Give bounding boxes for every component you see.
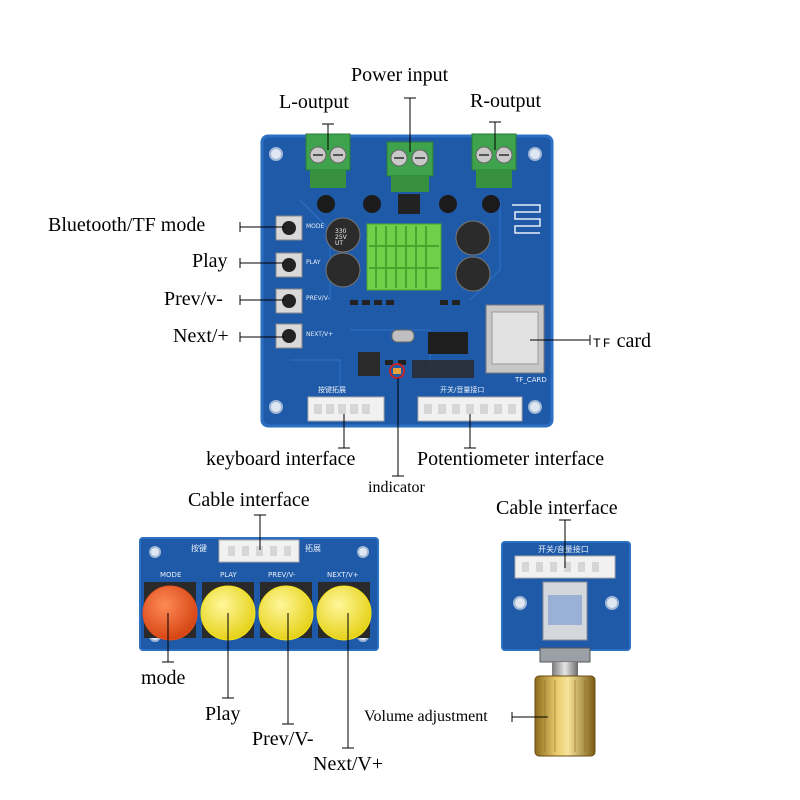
label-keyboard-interface: keyboard interface: [206, 448, 356, 470]
main-board-buttons: [275, 215, 303, 349]
label-mode: mode: [141, 667, 186, 689]
label-tf-card-suffix: card: [616, 330, 652, 352]
next-button-cap: [316, 585, 372, 641]
label-volume-adjustment: Volume adjustment: [364, 708, 488, 725]
ic-chips: [358, 329, 474, 378]
indicator-led: [389, 363, 405, 379]
silk-tf-card: TF_CARD: [515, 376, 547, 384]
label-pot-cable-interface: Cable interface: [496, 497, 618, 519]
volume-knob: [534, 675, 596, 757]
bluetooth-antenna: [512, 204, 541, 234]
keypad-board: [139, 537, 379, 651]
label-indicator: indicator: [368, 479, 425, 496]
silk-next: NEXT/V+: [306, 331, 334, 338]
r-output-terminal: [471, 133, 517, 188]
silk-switch-volume: 开关/音量接口: [440, 386, 485, 394]
tf-card-slot: [485, 304, 545, 374]
capacitors: [325, 217, 491, 292]
label-play: Play: [192, 250, 228, 272]
label-keypad-cable-interface: Cable interface: [188, 489, 310, 511]
silk-keypad-next: NEXT/V+: [327, 571, 359, 579]
label-r-output: R-output: [470, 90, 542, 112]
silk-play: PLAY: [306, 259, 321, 266]
mode-button-cap: [142, 585, 198, 641]
label-keypad-play: Play: [205, 703, 241, 725]
keyboard-header: [307, 396, 385, 422]
silk-cap-text: 330 25V UT: [335, 228, 347, 247]
silk-prev: PREV/V-: [306, 295, 330, 302]
label-tf-card: TF card: [593, 331, 651, 351]
silk-keypad-right: 拓展: [305, 544, 321, 553]
pot-leaders: [511, 519, 571, 722]
label-keypad-next: Next/V+: [313, 753, 384, 775]
silk-keypad-left: 按键: [191, 544, 207, 553]
transistors: [317, 194, 500, 214]
pot-board: [501, 541, 631, 757]
label-power-input: Power input: [351, 64, 449, 86]
heatsink: [366, 223, 442, 291]
label-potentiometer-interface: Potentiometer interface: [417, 448, 605, 470]
label-bluetooth-tf-mode: Bluetooth/TF mode: [48, 214, 206, 236]
silk-keypad-play: PLAY: [220, 571, 237, 579]
label-prev: Prev/v-: [164, 288, 223, 310]
silk-keypad-expansion: 按键拓展: [318, 386, 346, 394]
silk-mode: MODE: [306, 223, 325, 230]
silk-keypad-prev: PREV/V-: [268, 571, 296, 579]
prev-button-cap: [258, 585, 314, 641]
label-tf-card-prefix: TF: [593, 336, 613, 351]
smd-parts: [350, 300, 460, 365]
silk-pot-top: 开关/音量接口: [538, 545, 589, 554]
mounting-holes: [269, 147, 542, 414]
silk-keypad-mode: MODE: [160, 571, 182, 579]
keypad-leaders: [162, 514, 354, 749]
main-board-leaders: [239, 97, 591, 477]
label-next: Next/+: [173, 325, 229, 347]
label-keypad-prev: Prev/V-: [252, 728, 314, 750]
power-input-terminal: [386, 141, 434, 192]
main-board: [260, 133, 554, 428]
label-l-output: L-output: [279, 91, 349, 113]
